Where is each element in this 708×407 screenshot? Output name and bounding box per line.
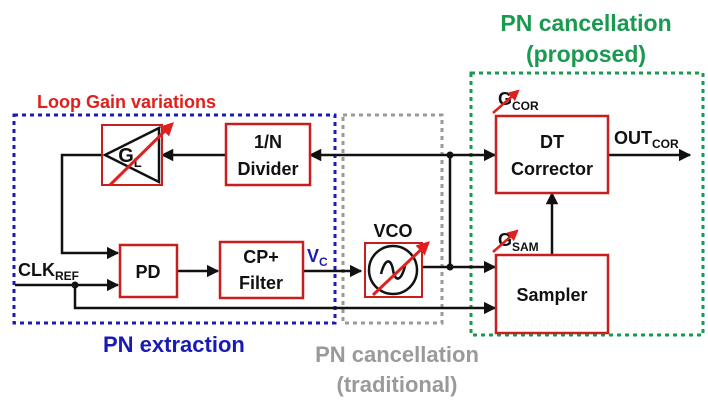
sampler-block: Sampler xyxy=(494,253,610,335)
wire-clk-to-sampler xyxy=(73,285,497,315)
dt-corrector-block: DT Corrector xyxy=(494,114,610,195)
proposed-region-box xyxy=(469,71,705,337)
gl-amplifier-block: GL xyxy=(101,122,174,187)
vco-tuning-arrow-icon xyxy=(371,241,430,297)
dt-label-line1: DT xyxy=(540,132,564,152)
clk-ref-label: CLKREF xyxy=(18,260,79,283)
proposed-label-line1: PN cancellation xyxy=(500,10,671,36)
proposed-label-line2: (proposed) xyxy=(526,41,646,67)
vc-label: VC xyxy=(307,246,328,269)
divider-label-line2: Divider xyxy=(237,159,298,179)
gcor-label: GCOR xyxy=(498,89,539,113)
wire-gl-to-pd xyxy=(60,153,120,260)
traditional-region-box xyxy=(341,113,444,325)
vco-block: VCO xyxy=(364,221,430,298)
gl-label: GL xyxy=(118,145,142,170)
dt-label-line2: Corrector xyxy=(511,159,593,179)
gcor-arrow-icon xyxy=(492,89,520,114)
traditional-label-line1: PN cancellation xyxy=(315,342,479,367)
junction-dot-vco xyxy=(446,263,454,271)
gsam-arrow-icon xyxy=(492,229,519,253)
gsam-gain: GSAM xyxy=(492,229,539,254)
cp-label-line1: CP+ xyxy=(243,247,279,267)
traditional-label-line2: (traditional) xyxy=(337,372,458,397)
cp-label-line2: Filter xyxy=(239,273,283,293)
pd-label: PD xyxy=(135,262,160,282)
gl-tuning-arrow-icon xyxy=(108,122,174,187)
loop-gain-label: Loop Gain variations xyxy=(37,92,216,112)
gl-triangle-icon xyxy=(102,125,161,185)
wires xyxy=(15,148,692,315)
pd-block: PD xyxy=(118,243,179,299)
sampler-label: Sampler xyxy=(516,285,587,305)
gcor-gain: GCOR xyxy=(492,89,539,114)
junction-dot-top xyxy=(446,151,454,159)
vco-sine-icon xyxy=(379,260,407,280)
divider-block: 1/N Divider xyxy=(224,122,312,187)
junction-dot-clk xyxy=(71,281,79,289)
vco-label: VCO xyxy=(373,221,412,241)
divider-label-line1: 1/N xyxy=(254,132,282,152)
extraction-region-box xyxy=(12,113,337,325)
out-cor-label: OUTCOR xyxy=(614,128,679,151)
cp-filter-block: CP+ Filter xyxy=(218,240,305,300)
extraction-label: PN extraction xyxy=(103,332,245,357)
